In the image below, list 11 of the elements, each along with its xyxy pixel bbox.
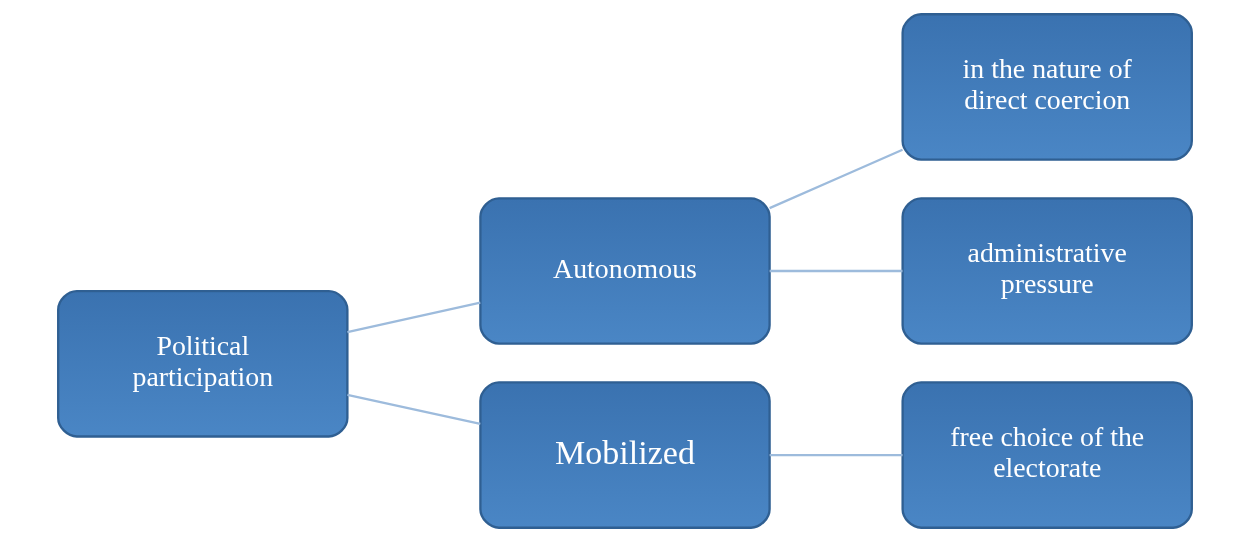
node-box: Autonomous: [478, 197, 771, 345]
connector: [768, 148, 903, 210]
node-box: in the nature of direct coercion: [900, 13, 1193, 161]
connector: [346, 301, 481, 334]
connector: [769, 453, 903, 457]
node-box: free choice of the electorate: [900, 381, 1193, 529]
connector: [346, 393, 481, 425]
node-box: Political participation: [56, 289, 349, 438]
node-box: administrative pressure: [900, 197, 1193, 345]
node-box: Mobilized: [478, 381, 771, 529]
connector: [769, 269, 903, 273]
